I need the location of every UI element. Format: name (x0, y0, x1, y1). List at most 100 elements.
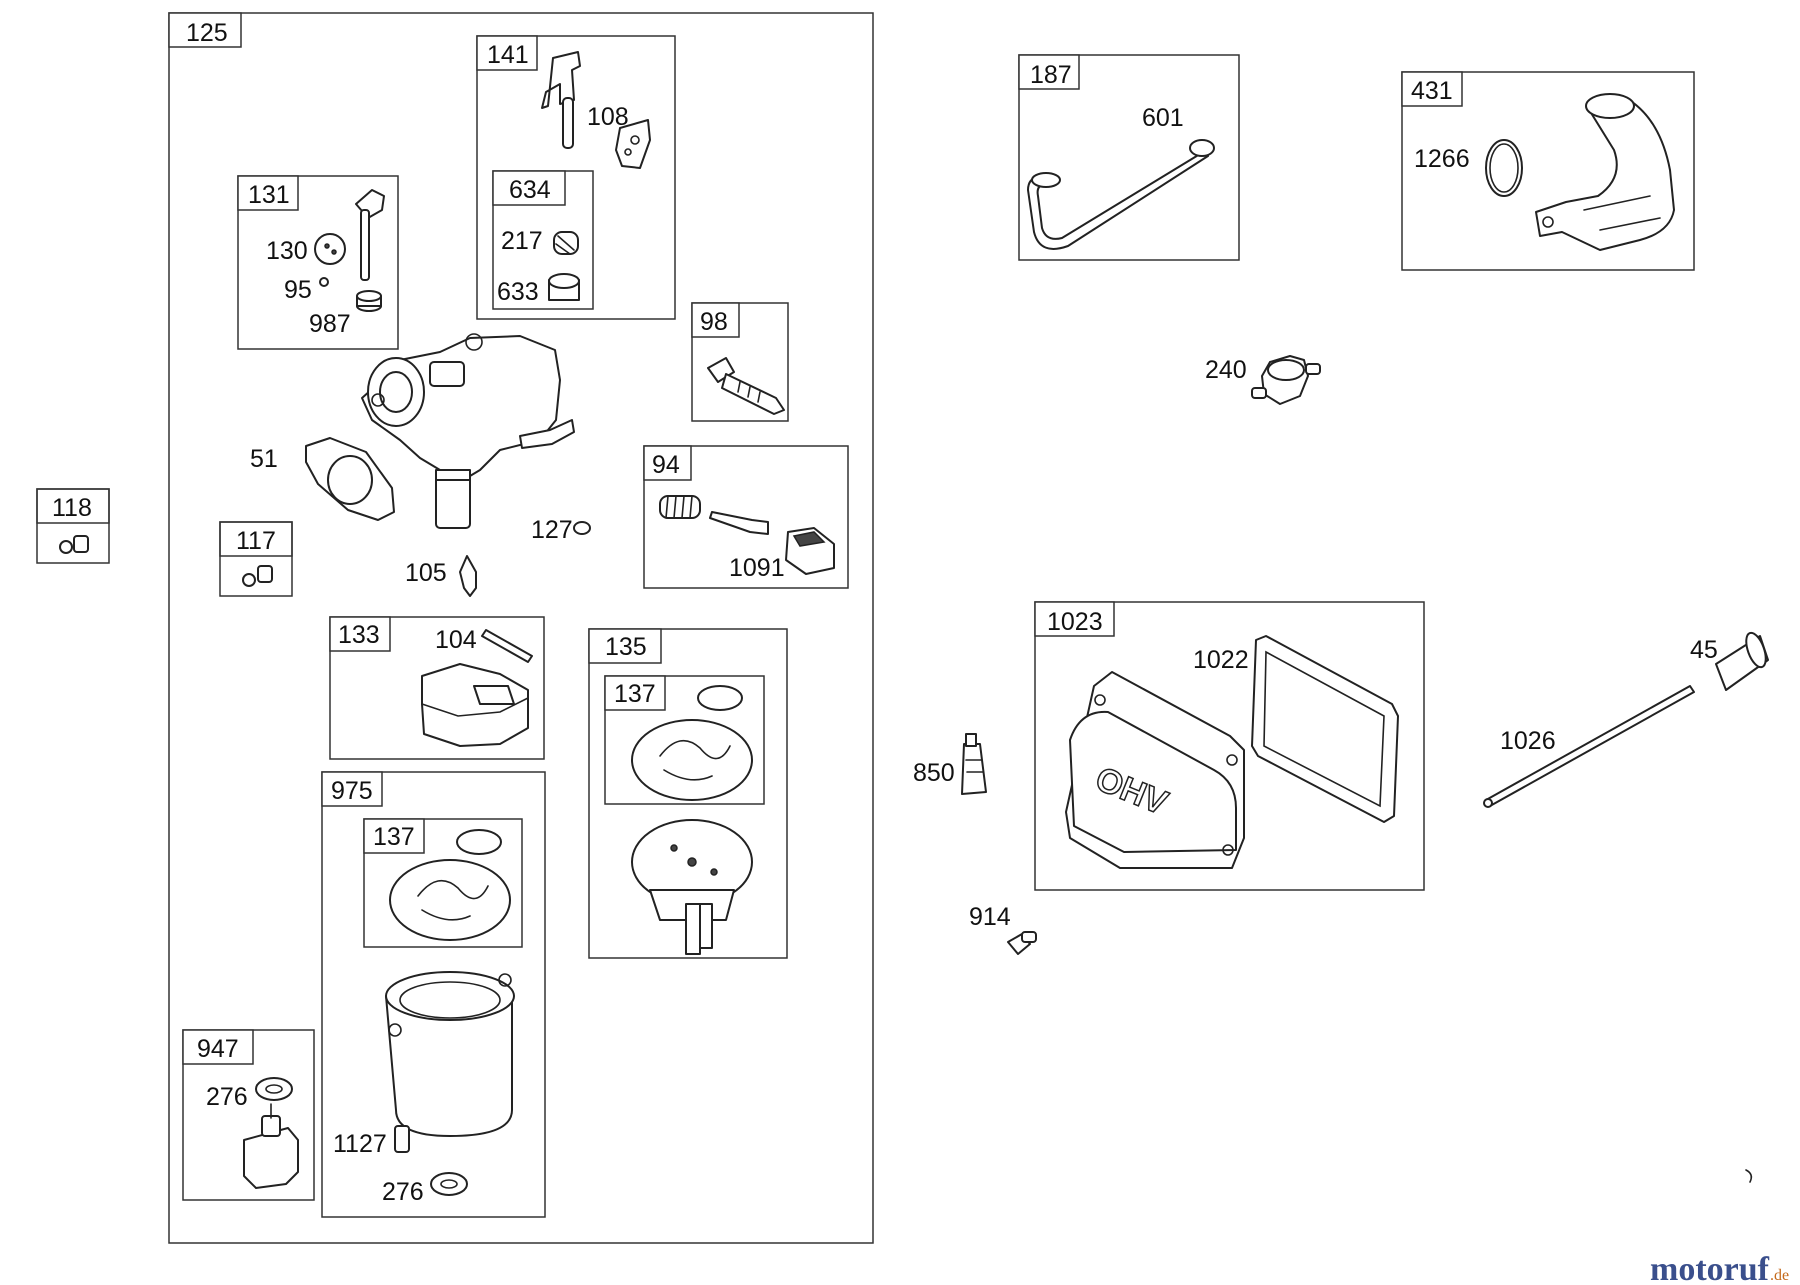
group-label-118: 118 (52, 494, 92, 522)
choke-shaft-part (355, 189, 385, 281)
carburetor-body-part (361, 333, 575, 529)
callout-51: 51 (250, 445, 278, 473)
callout-105: 105 (405, 559, 447, 587)
needle-94-part (709, 511, 769, 535)
callout-276a: 276 (206, 1083, 248, 1111)
screw-118-part (59, 535, 89, 554)
group-141: 141 108 (476, 35, 676, 320)
watermark-tld: .de (1770, 1267, 1789, 1284)
group-label-431: 431 (1411, 77, 1453, 105)
group-187: 187 601 (1018, 54, 1240, 261)
oring-137b-part (456, 829, 502, 855)
idle-screw-part (707, 357, 785, 415)
throttle-lever-part (541, 51, 581, 149)
group-label-1023: 1023 (1047, 608, 1103, 636)
spring-94-part (659, 495, 701, 519)
group-947: 947 276 (182, 1029, 315, 1201)
callout-633: 633 (497, 278, 539, 306)
callout-104: 104 (435, 626, 477, 654)
group-975: 975 137 1127 276 (321, 771, 546, 1218)
group-94: 94 1091 (643, 445, 849, 589)
diaphragm-plate-part (631, 819, 753, 955)
sealant-tube-850-part (961, 733, 987, 795)
callout-127: 127 (531, 516, 573, 544)
group-label-131: 131 (248, 181, 290, 209)
valve-cover-part: OHV (1065, 671, 1245, 869)
group-131: 131 130 95 987 (237, 175, 399, 350)
group-135: 135 137 (588, 628, 788, 959)
screw-914-part (1007, 931, 1037, 955)
float-bowl-part (385, 971, 515, 1137)
gasket-108-part (615, 119, 651, 169)
spring-217-part (553, 231, 579, 255)
callout-217: 217 (501, 227, 543, 255)
group-label-98: 98 (700, 308, 728, 336)
group-label-133: 133 (338, 621, 380, 649)
needle-105-part (459, 555, 477, 597)
callout-95: 95 (284, 276, 312, 304)
gasket-1022-part (1251, 635, 1399, 823)
gasket-51-part (305, 437, 395, 521)
corner-mark (1745, 1169, 1753, 1183)
group-98: 98 (691, 302, 789, 422)
group-431: 431 1266 (1401, 71, 1695, 271)
washer-276b-part (430, 1172, 468, 1196)
group-117: 117 (219, 521, 293, 597)
pin-104-part (481, 629, 533, 663)
callout-130: 130 (266, 237, 308, 265)
group-label-135: 135 (605, 633, 647, 661)
valve-45-part (1715, 631, 1769, 691)
screw-117-part (242, 565, 273, 587)
group-label-947: 947 (197, 1035, 239, 1063)
callout-1026: 1026 (1500, 727, 1556, 755)
group-label-94: 94 (652, 451, 680, 479)
group-label-125: 125 (186, 19, 228, 47)
group-label-634: 634 (509, 176, 551, 204)
washer-276a-part (255, 1077, 293, 1101)
hose-601-part (1027, 139, 1215, 250)
oring-137a-part (697, 685, 743, 711)
group-133: 133 104 (329, 616, 545, 760)
fuel-filter-240-part (1251, 355, 1321, 405)
callout-240: 240 (1205, 356, 1247, 384)
choke-plate-130-part (314, 233, 346, 265)
group-label-137a: 137 (614, 680, 656, 708)
callout-1127: 1127 (333, 1130, 387, 1158)
pushrod-1026-part (1483, 685, 1695, 808)
watermark: motoruf .de (1650, 1251, 1789, 1285)
screw-95-part (319, 277, 329, 287)
group-125: 125 (168, 12, 874, 1244)
callout-987: 987 (309, 310, 351, 338)
seal-987-part (356, 290, 382, 312)
group-137-lower: 137 (363, 818, 523, 948)
callout-45: 45 (1690, 636, 1718, 664)
group-label-137b: 137 (373, 823, 415, 851)
gasket-137b-part (389, 859, 511, 941)
gasket-137a-part (631, 719, 753, 801)
screw-1127-part (394, 1125, 410, 1153)
callout-850: 850 (913, 759, 955, 787)
callout-601: 601 (1142, 104, 1184, 132)
group-label-141: 141 (487, 41, 529, 69)
group-label-975: 975 (331, 777, 373, 805)
group-label-187: 187 (1030, 61, 1072, 89)
callout-108: 108 (587, 103, 629, 131)
group-label-117: 117 (236, 527, 276, 555)
elbow-intake-part (1535, 93, 1675, 251)
bushing-633-part (548, 273, 580, 301)
solenoid-1091-part (785, 527, 835, 575)
float-part (421, 663, 529, 747)
fuel-solenoid-part (243, 1103, 299, 1189)
callout-1022: 1022 (1193, 646, 1249, 674)
callout-1091: 1091 (729, 554, 785, 582)
group-1023: 1023 1022 OHV (1034, 601, 1425, 891)
callout-276b: 276 (382, 1178, 424, 1206)
group-137-upper: 137 (604, 675, 765, 805)
callout-914: 914 (969, 903, 1011, 931)
washer-127-part (573, 521, 591, 535)
watermark-brand: motoruf (1650, 1251, 1770, 1285)
group-118: 118 (36, 488, 110, 564)
callout-1266: 1266 (1414, 145, 1470, 173)
group-634: 634 217 633 (492, 170, 594, 310)
